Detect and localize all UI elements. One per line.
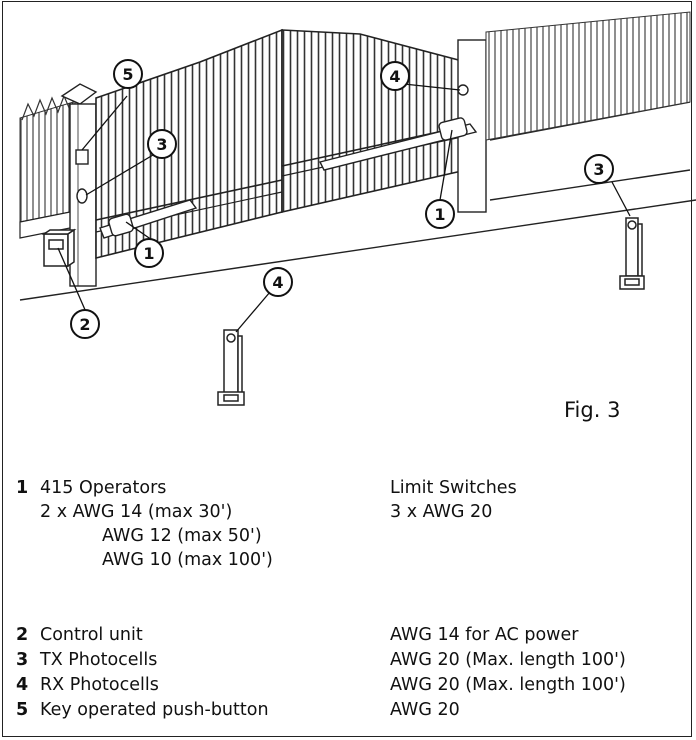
callout-3-pillar: 3 <box>147 129 177 159</box>
figure-label: Fig. 3 <box>564 398 621 422</box>
legend-item-2: 2 Control unit <box>16 623 143 647</box>
left-fence <box>19 94 81 239</box>
legend-number: 4 <box>16 675 29 695</box>
tx-photocell-post <box>619 217 645 290</box>
callout-3-post: 3 <box>584 154 614 184</box>
legend-label: 415 Operators <box>40 478 167 498</box>
gate-installation-illustration <box>19 11 696 406</box>
right-fence <box>485 11 691 141</box>
legend-label: RX Photocells <box>40 675 159 695</box>
callout-1-left: 1 <box>134 238 164 268</box>
legend-item-3: 3 TX Photocells <box>16 648 157 672</box>
callout-1-right: 1 <box>425 199 455 229</box>
right-gate-leaf <box>281 29 467 214</box>
wire-spec-2: AWG 12 (max 50') <box>102 526 262 546</box>
leader-lines <box>57 83 631 333</box>
legend-label: TX Photocells <box>40 650 158 670</box>
legend-number: 3 <box>16 650 29 670</box>
callout-4-post: 4 <box>263 267 293 297</box>
callout-5: 5 <box>113 59 143 89</box>
left-operator <box>99 199 198 239</box>
wire-spec-1: 2 x AWG 14 (max 30') <box>40 502 233 522</box>
callout-2: 2 <box>70 309 100 339</box>
rx-photocell-post <box>217 329 245 406</box>
legend-item-5: 5 Key operated push-button <box>16 698 269 722</box>
legend-label: Key operated push-button <box>40 700 269 720</box>
legend-wire-2: AWG 14 for AC power <box>390 625 579 645</box>
wire-spec-3: AWG 10 (max 100') <box>102 550 273 570</box>
callout-4-pillar: 4 <box>380 61 410 91</box>
legend-label: Control unit <box>40 625 143 645</box>
legend-number: 5 <box>16 700 29 720</box>
legend-wire-3: AWG 20 (Max. length 100') <box>390 650 626 670</box>
limit-switches-title: Limit Switches <box>390 478 517 498</box>
legend-number: 2 <box>16 625 29 645</box>
legend-number: 1 <box>16 478 29 498</box>
right-operator <box>318 117 478 171</box>
control-unit-box <box>41 228 77 268</box>
legend-item-4: 4 RX Photocells <box>16 673 159 697</box>
legend-wire-4: AWG 20 (Max. length 100') <box>390 675 626 695</box>
legend-item-1: 1 415 Operators 2 x AWG 14 (max 30') AWG … <box>16 476 273 572</box>
legend-wire-5: AWG 20 <box>390 700 460 720</box>
limit-switches-wire: 3 x AWG 20 <box>390 502 493 522</box>
